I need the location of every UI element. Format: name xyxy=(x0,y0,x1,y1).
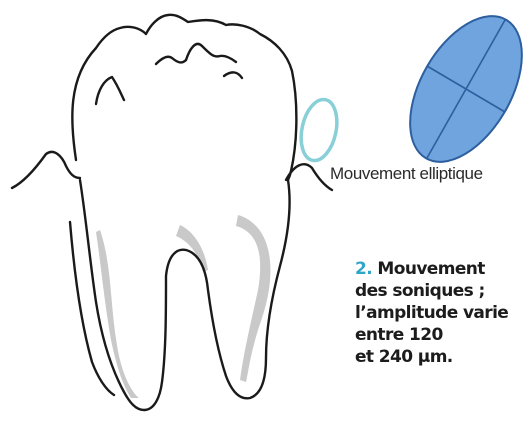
crown-fissure-2 xyxy=(156,57,186,64)
gum-line-left xyxy=(12,152,80,188)
caption-line-2: des soniques ; xyxy=(355,280,525,302)
caption-line-4: entre 120 xyxy=(355,324,525,346)
tooth-outline xyxy=(12,15,332,410)
caption-number: 2. xyxy=(355,259,372,279)
elliptical-motion-label: Mouvement elliptique xyxy=(330,164,483,184)
elliptical-motion-diagram xyxy=(387,0,528,181)
caption-line-3: l’amplitude varie xyxy=(355,302,525,324)
caption-line-1: 2. Mouvement xyxy=(355,258,525,280)
crown-fissure-3 xyxy=(186,44,236,62)
root-shading-left xyxy=(96,230,139,398)
crown-fissure-1 xyxy=(96,77,124,104)
caption-line-5: et 240 µm. xyxy=(355,346,525,368)
crown-outline xyxy=(72,15,296,180)
crown-fissure-4 xyxy=(224,72,242,78)
figure-caption: 2. Mouvement des soniques ; l’amplitude … xyxy=(355,258,525,368)
motion-ellipse xyxy=(387,0,528,181)
motion-loop xyxy=(296,96,342,164)
caption-text-1: Mouvement xyxy=(377,259,484,279)
root-shading xyxy=(96,215,270,398)
gum-line-right xyxy=(286,164,332,190)
